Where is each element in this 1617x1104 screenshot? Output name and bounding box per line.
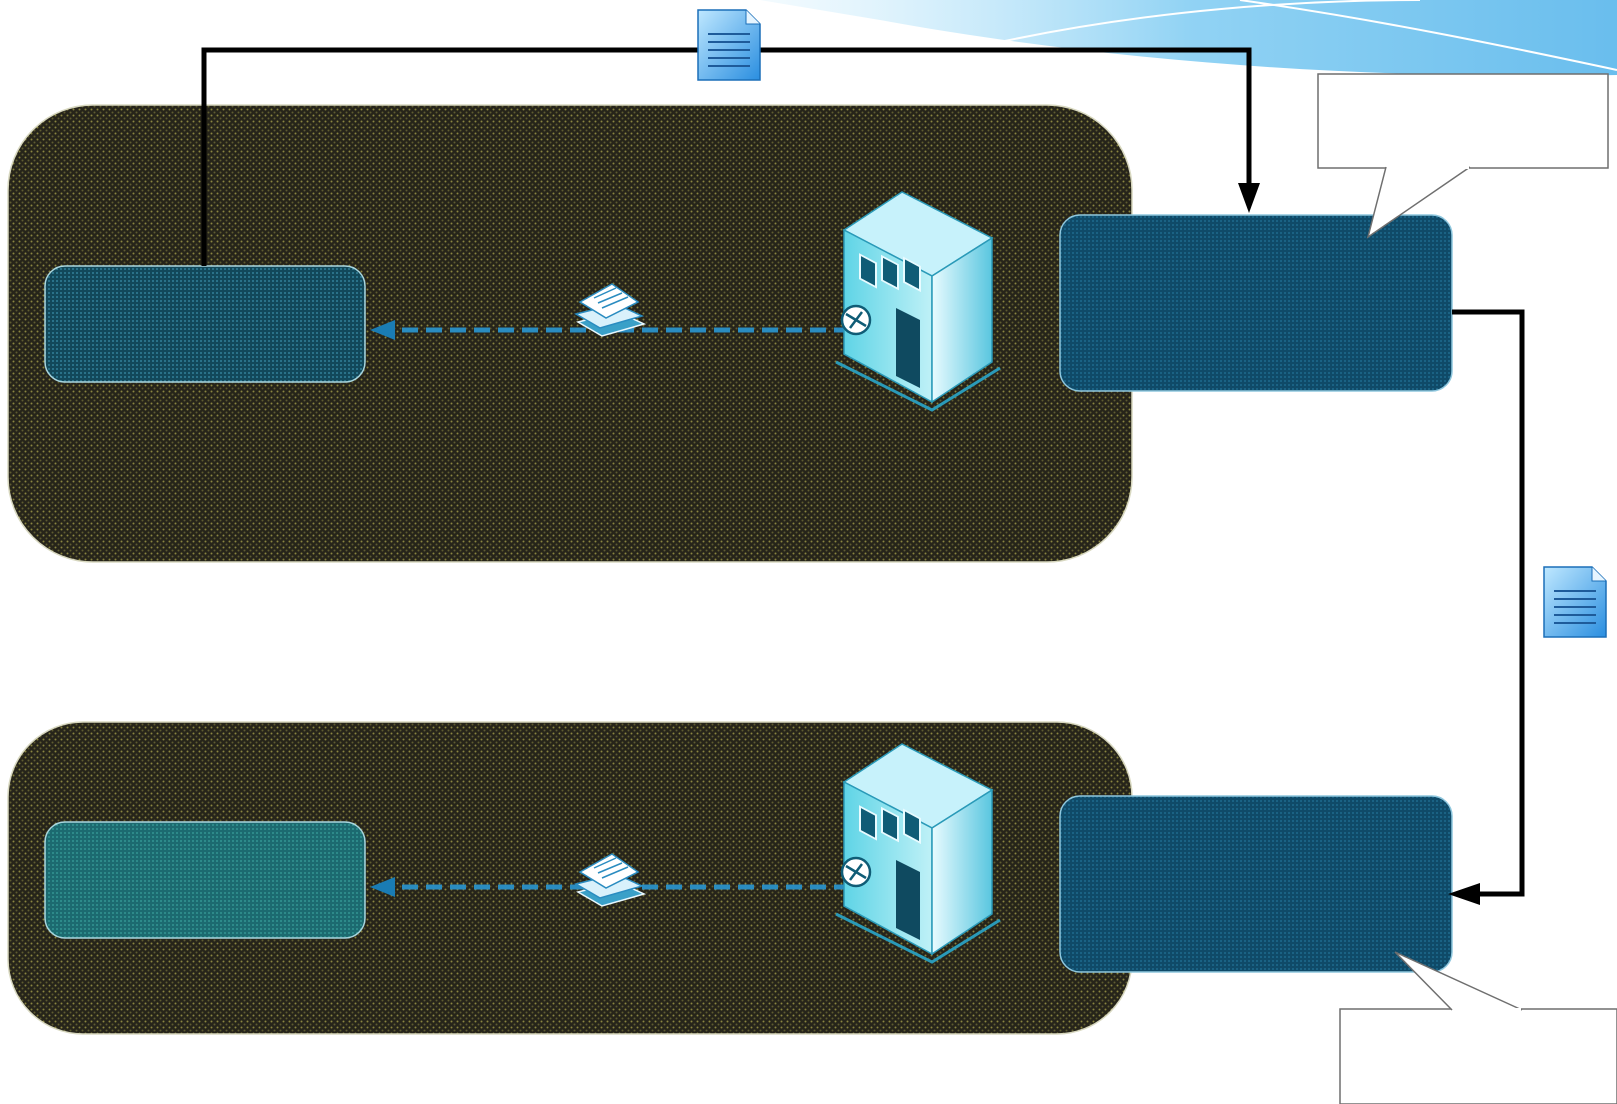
document-icon (697, 9, 761, 81)
dashed-arrowhead-bottom (370, 877, 395, 897)
background-swoosh (760, 0, 1617, 76)
callout-top (1317, 73, 1609, 239)
arrowhead-left (1448, 883, 1480, 905)
gateway-label-bottom (1060, 796, 1452, 972)
server-icon (835, 191, 1001, 412)
client-node-bottom[interactable] (44, 821, 366, 939)
dashed-arrowhead-top (370, 320, 395, 340)
client-label-bottom (45, 822, 365, 938)
callout-bottom (1339, 951, 1617, 1104)
connector-gateway-top-to-bottom (1452, 309, 1525, 897)
documents-icon (574, 853, 647, 907)
server-icon (835, 743, 1001, 964)
client-label-top (45, 266, 365, 382)
document-icon (1543, 566, 1607, 638)
gateway-node-bottom[interactable] (1059, 795, 1453, 973)
gateway-label-top (1060, 215, 1452, 391)
gateway-node-top[interactable] (1059, 214, 1453, 392)
arrowhead-down (1238, 183, 1260, 213)
callout-text-bottom (1340, 1009, 1617, 1104)
documents-icon (574, 283, 647, 337)
callout-text-top (1318, 74, 1608, 168)
